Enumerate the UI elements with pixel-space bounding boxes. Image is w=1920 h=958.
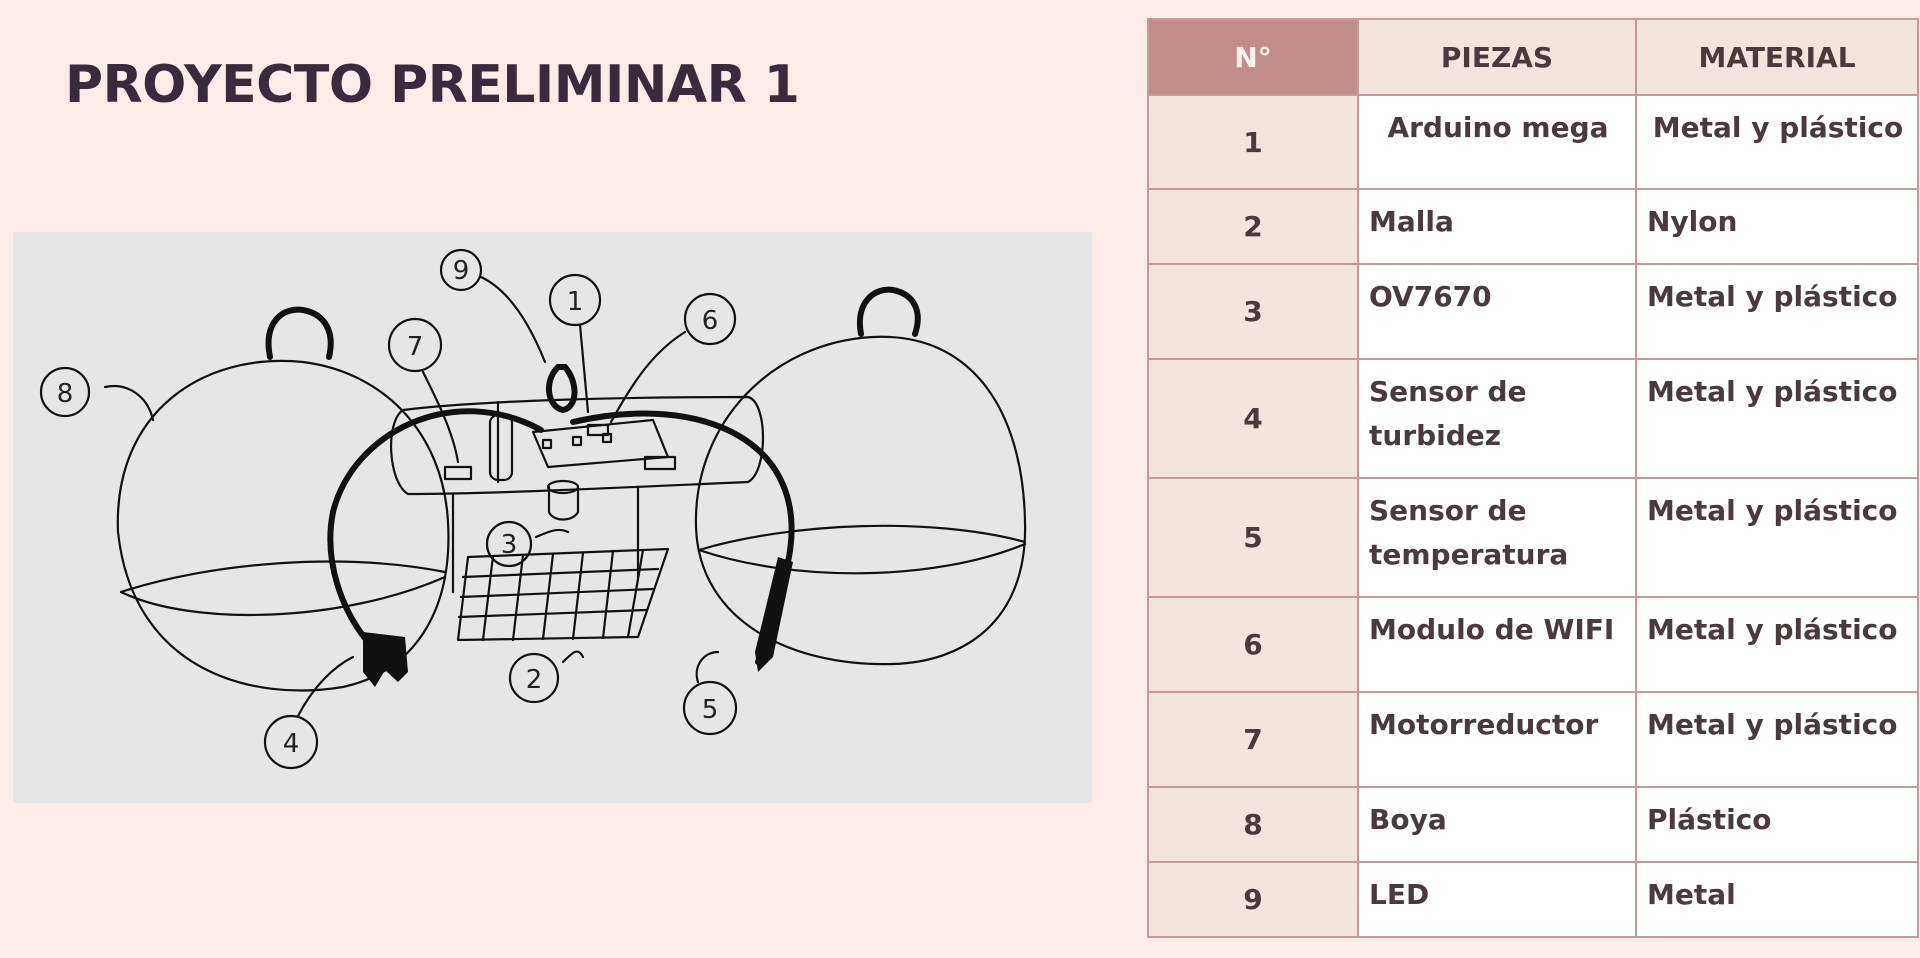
callout-5: 5 (684, 652, 736, 734)
prototype-sketch: 1 6 9 7 8 3 2 (13, 232, 1092, 803)
sketch-drawing: 1 6 9 7 8 3 2 (13, 232, 1092, 803)
row-pieza: Arduino mega (1358, 95, 1636, 189)
svg-text:2: 2 (526, 665, 543, 695)
row-pieza: Malla (1358, 189, 1636, 264)
row-pieza: LED (1358, 862, 1636, 937)
row-number: 8 (1148, 787, 1358, 862)
table-row: 5 Sensor de temperatura Metal y plástico (1148, 478, 1918, 597)
svg-text:1: 1 (567, 287, 584, 317)
callout-7: 7 (389, 319, 458, 462)
row-material: Plástico (1636, 787, 1918, 862)
parts-table: N° PIEZAS MATERIAL 1 Arduino mega Metal … (1147, 18, 1919, 938)
page-title: PROYECTO PRELIMINAR 1 (65, 55, 799, 115)
svg-text:3: 3 (501, 530, 518, 560)
table-row: 2 Malla Nylon (1148, 189, 1918, 264)
table-header-row: N° PIEZAS MATERIAL (1148, 19, 1918, 95)
header-number: N° (1148, 19, 1358, 95)
table-row: 4 Sensor de turbidez Metal y plástico (1148, 359, 1918, 478)
table-row: 3 OV7670 Metal y plástico (1148, 264, 1918, 359)
row-number: 4 (1148, 359, 1358, 478)
row-number: 9 (1148, 862, 1358, 937)
row-material: Metal y plástico (1636, 692, 1918, 787)
svg-text:4: 4 (283, 729, 300, 759)
row-pieza: OV7670 (1358, 264, 1636, 359)
row-number: 2 (1148, 189, 1358, 264)
row-material: Metal y plástico (1636, 95, 1918, 189)
row-pieza: Modulo de WIFI (1358, 597, 1636, 692)
row-number: 5 (1148, 478, 1358, 597)
cables (330, 411, 793, 687)
row-material: Metal y plástico (1636, 264, 1918, 359)
left-buoy (118, 310, 449, 691)
callout-3: 3 (487, 522, 568, 566)
row-material: Metal y plástico (1636, 478, 1918, 597)
table-row: 7 Motorreductor Metal y plástico (1148, 692, 1918, 787)
row-pieza: Sensor de temperatura (1358, 478, 1636, 597)
header-material: MATERIAL (1636, 19, 1918, 95)
row-material: Nylon (1636, 189, 1918, 264)
table-row: 9 LED Metal (1148, 862, 1918, 937)
svg-text:9: 9 (453, 256, 470, 286)
row-pieza: Sensor de turbidez (1358, 359, 1636, 478)
row-material: Metal (1636, 862, 1918, 937)
table-row: 6 Modulo de WIFI Metal y plástico (1148, 597, 1918, 692)
table-row: 1 Arduino mega Metal y plástico (1148, 95, 1918, 189)
row-pieza: Boya (1358, 787, 1636, 862)
callout-8: 8 (41, 368, 153, 420)
row-material: Metal y plástico (1636, 597, 1918, 692)
svg-text:5: 5 (702, 695, 719, 725)
right-buoy (696, 290, 1025, 665)
svg-text:7: 7 (407, 332, 424, 362)
callout-6: 6 (611, 294, 735, 422)
svg-text:6: 6 (702, 306, 719, 336)
row-pieza: Motorreductor (1358, 692, 1636, 787)
svg-text:8: 8 (57, 379, 74, 409)
row-number: 7 (1148, 692, 1358, 787)
row-number: 1 (1148, 95, 1358, 189)
callout-2: 2 (510, 652, 583, 702)
callout-4: 4 (265, 657, 353, 768)
callout-9: 9 (441, 250, 545, 362)
header-piezas: PIEZAS (1358, 19, 1636, 95)
row-number: 6 (1148, 597, 1358, 692)
mesh (458, 549, 668, 640)
row-material: Metal y plástico (1636, 359, 1918, 478)
row-number: 3 (1148, 264, 1358, 359)
table-row: 8 Boya Plástico (1148, 787, 1918, 862)
